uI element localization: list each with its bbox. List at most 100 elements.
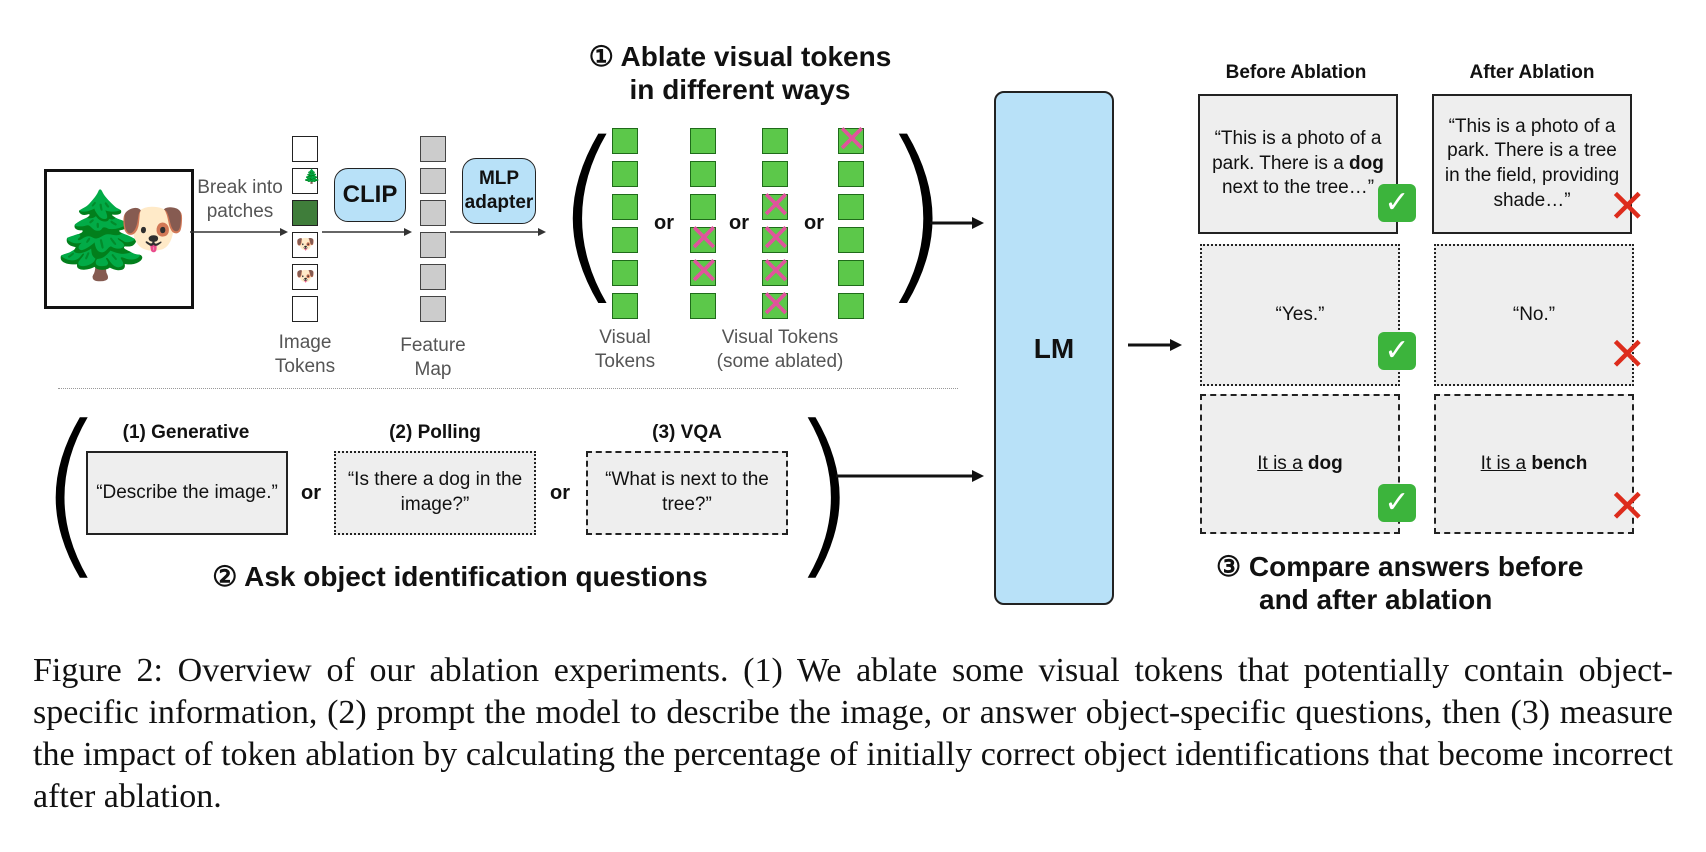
ablated-x-icon: ✕ [760, 249, 792, 293]
answer-vqa-after-text: It is a bench [1480, 452, 1588, 474]
section-divider [58, 388, 958, 389]
feature-cell [420, 264, 446, 290]
or-token-1: or [654, 212, 674, 234]
question-box-polling: “Is there a dog in the image?” [334, 451, 536, 535]
or-token-2: or [729, 212, 749, 234]
ablated-x-icon: ✕ [836, 117, 868, 161]
language-model-block: LM [994, 91, 1114, 605]
image-patch: 🌲 [292, 168, 320, 194]
cross-icon: ✕ [1608, 179, 1647, 233]
break-label-line1: Break into [197, 177, 283, 198]
visual-token-ablated [690, 260, 716, 286]
question-text-vqa: “What is next to the tree?” [605, 469, 769, 515]
image-patch [292, 296, 318, 322]
visual-token [690, 128, 716, 154]
visual-token [612, 227, 638, 253]
visual-token [838, 260, 864, 286]
step3-title-line1: ③ Compare answers before [1216, 551, 1584, 582]
cross-icon: ✕ [1608, 327, 1647, 381]
mlp-label-line2: adapter [464, 192, 534, 213]
answer-generative-before-text: “This is a photo of a park. There is a d… [1212, 127, 1384, 199]
ablated-x-icon: ✕ [688, 216, 720, 260]
feature-map-label: Feature Map [383, 334, 483, 382]
visual-token [612, 194, 638, 220]
dog-emoji-icon: 🐶 [119, 197, 187, 260]
image-patch: 🐶 [292, 232, 318, 258]
step1-title: ① Ablate visual tokens in different ways [560, 40, 920, 106]
visual-token [612, 293, 638, 319]
figure-caption: Figure 2: Overview of our ablation exper… [33, 652, 1673, 815]
visual-token [838, 227, 864, 253]
image-tokens-line1: Image [278, 332, 332, 353]
answer-generative-after: “This is a photo of a park. There is a t… [1432, 94, 1632, 234]
visual-token [762, 128, 788, 154]
answer-polling-before: “Yes.” [1200, 244, 1400, 386]
feature-map-line1: Feature [400, 335, 466, 356]
arrow-lm-to-answers [1128, 339, 1182, 351]
step1-title-line1: ① Ablate visual tokens [588, 41, 892, 72]
feature-cell [420, 136, 446, 162]
after-ablation-header: After Ablation [1469, 62, 1595, 83]
visual-tokens-line2: Tokens [594, 351, 656, 372]
answer-polling-after-text: “No.” [1512, 303, 1556, 325]
visual-token-ablated [690, 227, 716, 253]
visual-token-ablated [762, 260, 788, 286]
feature-cell [420, 200, 446, 226]
image-patch [292, 200, 318, 226]
visual-token [612, 128, 638, 154]
feature-cell [420, 168, 446, 194]
step3-title: ③ Compare answers before and after ablat… [1216, 550, 1656, 616]
arrow-tokens-to-lm [930, 217, 984, 229]
check-icon: ✓ [1378, 184, 1416, 222]
ablated-x-icon: ✕ [760, 183, 792, 227]
visual-token [612, 260, 638, 286]
visual-token [690, 161, 716, 187]
step2-title: ② Ask object identification questions [212, 561, 708, 592]
arrow-questions-to-lm [836, 470, 984, 482]
visual-tokens-line1: Visual [599, 327, 651, 348]
ablated-tokens-line2: (some ablated) [716, 351, 844, 372]
check-icon: ✓ [1378, 332, 1416, 370]
feature-cell [420, 296, 446, 322]
right-paren-questions: ) [788, 388, 859, 597]
or-token-3: or [804, 212, 824, 234]
visual-token [612, 161, 638, 187]
right-paren-tokens: ) [878, 102, 953, 323]
question-text-polling: “Is there a dog in the image?” [347, 469, 523, 515]
cross-icon: ✕ [1608, 479, 1647, 533]
visual-token [838, 293, 864, 319]
question-title-polling: (2) Polling [389, 422, 481, 443]
lm-label: LM [1033, 333, 1075, 364]
answer-generative-after-text: “This is a photo of a park. There is a t… [1444, 115, 1620, 211]
question-title-generative: (1) Generative [122, 422, 250, 443]
answer-polling-before-text: “Yes.” [1275, 303, 1325, 325]
break-into-patches-label: Break into patches [190, 176, 290, 224]
visual-token-ablated [762, 227, 788, 253]
arrow-image-to-patches [190, 228, 288, 236]
question-box-vqa: “What is next to the tree?” [586, 451, 788, 535]
mlp-adapter: MLP adapter [462, 158, 536, 224]
visual-token [838, 194, 864, 220]
answer-vqa-before-text: It is a dog [1257, 452, 1343, 474]
tree-emoji-icon: 🌲 [49, 186, 154, 284]
question-title-vqa: (3) VQA [652, 422, 722, 443]
step3-title-line2: and after ablation [1259, 584, 1493, 615]
step1-title-line2: in different ways [629, 74, 851, 105]
visual-tokens-label: Visual Tokens [575, 326, 675, 374]
image-tokens-line2: Tokens [274, 356, 336, 377]
ablated-x-icon: ✕ [760, 282, 792, 326]
image-tokens-label: Image Tokens [255, 331, 355, 379]
visual-token-ablated [762, 293, 788, 319]
answer-generative-before: “This is a photo of a park. There is a d… [1198, 94, 1398, 234]
visual-token-ablated [838, 128, 864, 154]
feature-map-line2: Map [414, 359, 452, 380]
ablated-x-icon: ✕ [688, 249, 720, 293]
before-ablation-header: Before Ablation [1225, 62, 1367, 83]
ablated-tokens-label: Visual Tokens (some ablated) [700, 326, 860, 374]
or-question-1: or [301, 482, 321, 504]
mlp-label-line1: MLP [478, 168, 520, 189]
arrow-patches-to-feature-map [322, 228, 412, 236]
visual-token [690, 194, 716, 220]
clip-encoder: CLIP [334, 168, 406, 222]
image-patch [292, 136, 318, 162]
